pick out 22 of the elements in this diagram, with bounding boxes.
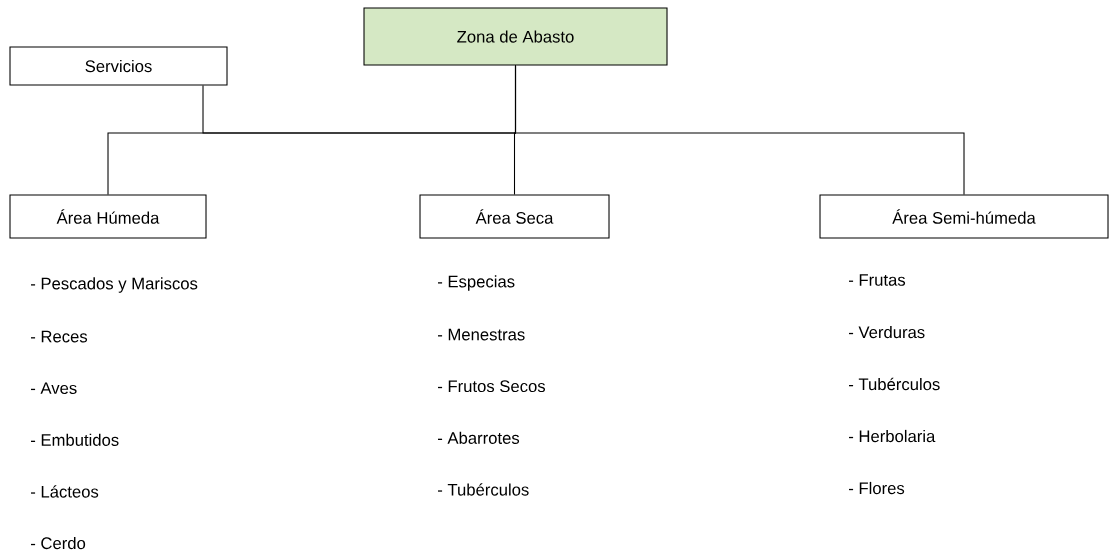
box: Servicios: [9, 46, 228, 86]
list-item: - Frutos Secos: [438, 380, 546, 393]
list-item: - Pescados y Mariscos: [31, 277, 198, 293]
list-item: - Embutidos: [31, 433, 119, 446]
box: Zona de Abasto: [363, 7, 668, 66]
box: Área Semi-húmeda: [819, 194, 1109, 239]
list-item: - Abarrotes: [438, 431, 520, 444]
list-item: - Cerdo: [31, 536, 86, 550]
list-item: - Frutas: [849, 274, 906, 286]
list-item: - Especias: [438, 275, 515, 291]
list-item: - Aves: [31, 382, 77, 395]
list-item: - Herbolaria: [849, 429, 936, 443]
list-item: - Reces: [31, 330, 88, 343]
list-item: - Tubérculos: [438, 483, 529, 496]
list-item: - Verduras: [849, 325, 925, 339]
box: Área Seca: [419, 194, 610, 239]
connector-line: [514, 65, 965, 195]
list-item: - Flores: [849, 481, 905, 495]
list-item: - Lácteos: [31, 485, 99, 498]
box: Área Húmeda: [9, 194, 207, 239]
list-item: - Menestras: [438, 328, 525, 341]
list-item: - Tubérculos: [849, 377, 940, 391]
